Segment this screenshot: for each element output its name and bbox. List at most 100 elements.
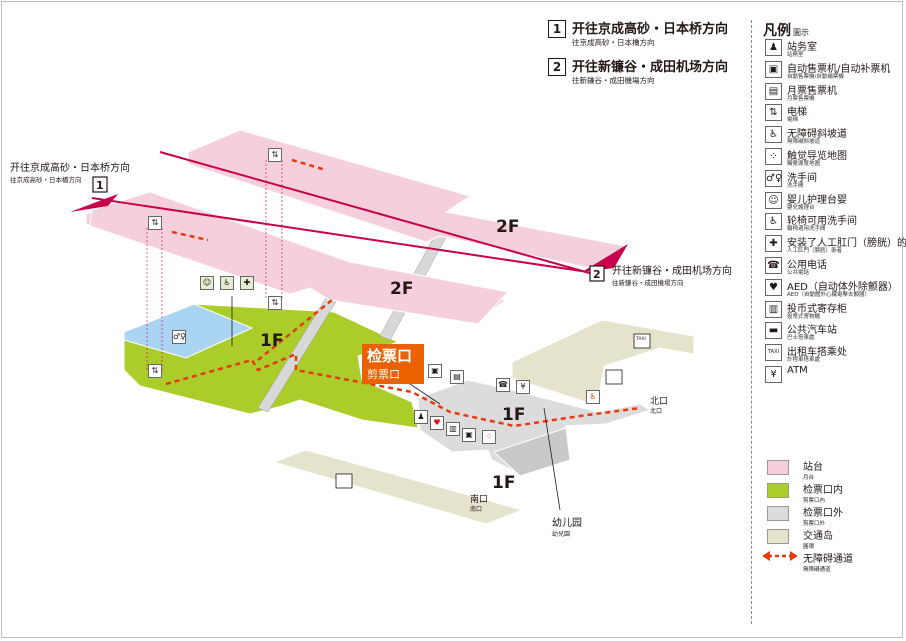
legend-route-jp: 無障礙通道 (803, 567, 831, 573)
legend-item: TAXI 出租车搭乘处計程車搭車處 (765, 343, 906, 363)
bus-marker-south (335, 473, 353, 489)
legend-item: ▣自动售票机/自动补票机自動售票機/自動補票機 (765, 60, 906, 80)
ticket-gate-label: 检票口 剪票口 (362, 344, 424, 384)
legend-item-zh: 月票售票机 (787, 85, 837, 97)
legend-item: ⇅电梯電梯 (765, 103, 906, 123)
legend-item-jp: 電梯 (787, 117, 799, 124)
legend-item: ♂♀洗手间洗手間 (765, 169, 906, 189)
ostomy-icon: ✚ (765, 235, 782, 253)
legend-area-jp: 月台 (803, 475, 815, 481)
ticket-machine-icon: ▣ (765, 60, 782, 78)
elevator-icon: ⇅ (148, 216, 162, 230)
floor-1f-south: 1F (492, 473, 515, 493)
legend-item-zh: 触觉导览地图 (787, 151, 847, 162)
legend-item-jp: 計程車搭車處 (787, 357, 821, 364)
legend-area-jp: 剪票口外 (803, 521, 826, 527)
direction-zh: 开往新镰谷・成田机场方向 (572, 60, 729, 75)
floor-1f-outside: 1F (502, 405, 525, 425)
pass-machine-icon: ▤ (765, 82, 782, 100)
legend-item-zh: 轮椅可用洗手间 (787, 216, 857, 228)
kindergarten-zh: 幼儿园 (552, 516, 582, 529)
legend-item: ▤ 月票售票机月票售票機 (765, 82, 906, 102)
legend-area-zh: 检票口内 (803, 485, 843, 496)
legend-route: 无障碍通道 無障礙通道 (803, 550, 853, 573)
accessible-route-2f-lower (171, 230, 209, 242)
legend-area-zh: 站台 (803, 462, 823, 473)
south-exit-zh: 南口 (470, 493, 488, 505)
restroom-icon: ♂♀ (765, 169, 782, 187)
legend-item-jp: 輪椅適用洗手間 (787, 226, 826, 233)
south-transport-island (272, 449, 524, 525)
legend-item-zh: 投币式寄存柜 (787, 303, 847, 315)
legend-item-zh: ATM (787, 365, 808, 376)
legend-item-jp: AED（自動體外心臟電擊去顫器） (787, 291, 870, 298)
ostomy-icon: ✚ (240, 276, 254, 290)
track-arrow-west (70, 194, 118, 212)
baby-care-icon: ☺ (765, 191, 782, 209)
track-arrow-east (582, 244, 628, 272)
legend-area-swatch (767, 506, 789, 521)
legend-area-zh: 交通岛 (803, 531, 833, 542)
dir2-map-zh: 开往新镰谷・成田机场方向 (612, 264, 732, 277)
legend-item: ▥投币式寄存柜投幣式寄物櫃 (765, 300, 906, 320)
direction-zh: 开往京成高砂・日本桥方向 (572, 22, 729, 37)
dir2-map-jp: 往新鎌谷・成田機場方向 (612, 278, 684, 287)
legend-item-jp: 嬰兒護理台 (787, 204, 815, 211)
outside-gate-area (417, 379, 652, 475)
legend-item-jp: 人工肛門（膀胱）患者 (787, 248, 843, 255)
dir2-map-num: 2 (593, 268, 601, 281)
legend-item-zh: 出租车搭乘处 (787, 347, 847, 359)
atm-icon: ¥ (765, 366, 782, 383)
gate-jp: 剪票口 (367, 368, 400, 381)
legend-item-jp: 站務室 (787, 52, 804, 58)
legend-item-jp: 月票售票機 (787, 95, 815, 102)
legend-item-zh: 公用电话 (787, 260, 827, 271)
legend-item: ♿轮椅可用洗手间輪椅適用洗手間 (765, 212, 906, 232)
direction-number: 2 (548, 58, 566, 76)
legend-item-jp: 洗手間 (787, 182, 804, 189)
locker-icon: ▥ (765, 300, 782, 318)
aed-icon: ♥ (765, 278, 782, 296)
legend-item-zh: 无障碍斜坡道 (787, 129, 847, 141)
direction-number: 1 (548, 20, 566, 38)
legend-area-jp: 剪票口內 (803, 498, 826, 504)
taxi-marker: TAXI (635, 336, 646, 342)
legend-item: ♿无障碍斜坡道無障礙斜坡道 (765, 125, 906, 145)
bus-icon: ▬ (765, 322, 782, 340)
legend-item: ✚ 安装了人工肛门（膀胱）的特殊人群人工肛門（膀胱）患者 (765, 234, 906, 254)
tactile-map-icon: ⁘ (482, 430, 496, 444)
legend-item-jp: 自動售票機/自動補票機 (787, 73, 844, 80)
restroom-block (123, 303, 254, 359)
legend-route-zh: 无障碍通道 (803, 554, 853, 565)
legend-item-zh: 安装了人工肛门（膀胱）的特殊人群 (787, 238, 906, 250)
legend-item: ♟ 站务室站務室 (765, 38, 906, 58)
north-exit-jp: 北口 (650, 407, 662, 415)
legend-area-swatch (767, 483, 789, 498)
legend-area-zh: 检票口外 (803, 508, 843, 519)
legend-area-swatch (767, 529, 789, 544)
legend-item-zh: 公共汽车站 (787, 325, 837, 337)
dir1-map-num: 1 (96, 179, 104, 192)
pass-machine-icon: ▤ (450, 370, 464, 384)
locker-icon: ▥ (446, 422, 460, 436)
legend-subtitle: 圖示 (793, 28, 809, 37)
legend-item: ♥AED（自动体外除颤器）AED（自動體外心臟電擊去顫器） (765, 278, 906, 298)
phone-icon: ☎ (765, 257, 782, 274)
legend-route-arrows (762, 551, 798, 561)
legend-item-zh: 站务室 (787, 42, 817, 53)
taxi-icon: TAXI (765, 344, 782, 362)
baby-care-icon: ☺ (200, 276, 214, 290)
restroom-icon: ♂♀ (172, 330, 186, 344)
accessible-route-stairs (257, 299, 333, 361)
legend-item: ☎公用电话公共電話 (765, 256, 906, 276)
legend-item: ☺婴儿护理台婴嬰兒護理台 (765, 191, 906, 211)
legend-item: ▬ 公共汽车站巴士搭車處 (765, 321, 906, 341)
phone-icon: ☎ (496, 378, 510, 392)
station-office-icon: ♟ (765, 39, 782, 56)
legend-item-jp: 巴士搭車處 (787, 335, 815, 342)
legend-area-label: 检票口内剪票口內 (803, 481, 843, 504)
platform-lower-fill (89, 191, 509, 325)
atm-icon: ¥ (516, 380, 530, 394)
accessible-route-2f-upper (291, 158, 327, 172)
